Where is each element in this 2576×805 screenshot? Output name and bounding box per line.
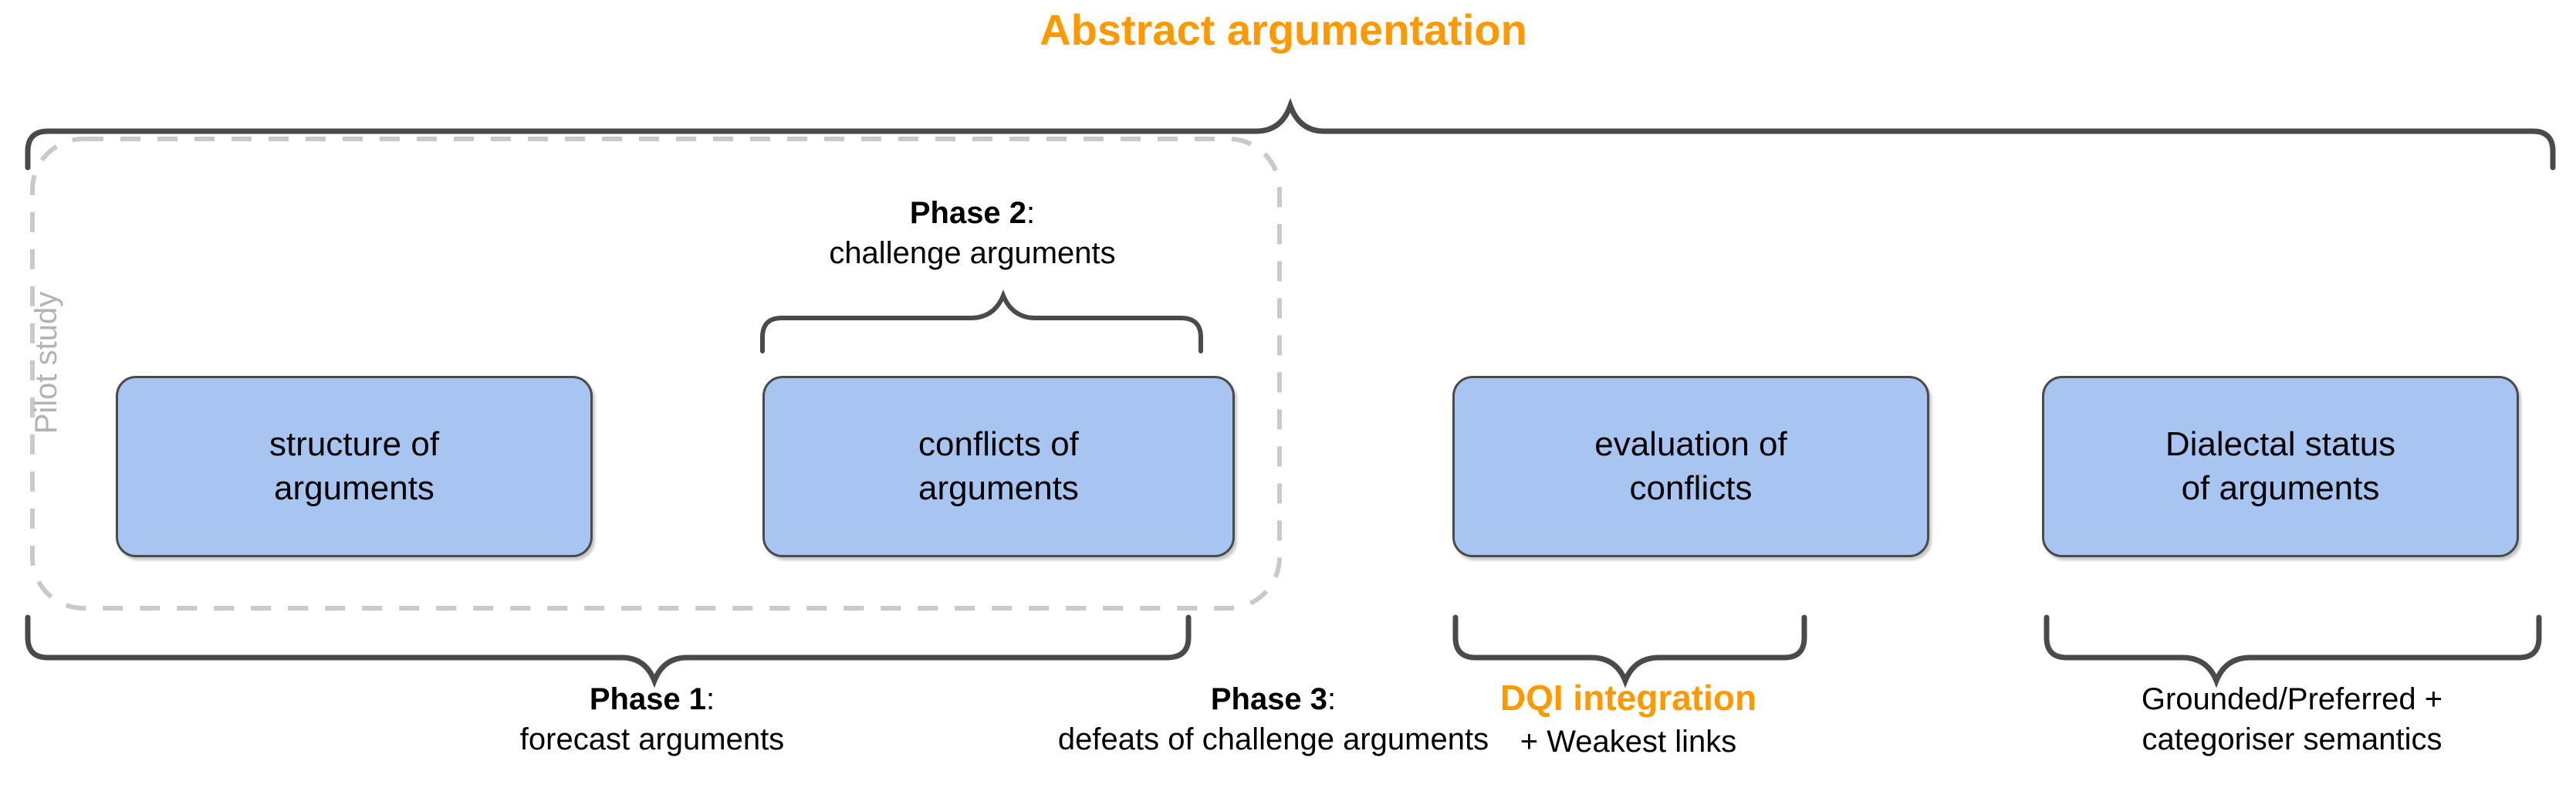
- node-label-line1: structure of: [269, 425, 440, 464]
- brace-phase2: [760, 289, 1203, 353]
- brace-abstract-argumentation: [25, 97, 2556, 171]
- node-conflicts-of-arguments[interactable]: conflicts of arguments: [762, 376, 1235, 557]
- page-title: Abstract argumentation: [0, 5, 2576, 55]
- caption-phase3-line1: Phase 3:: [633, 679, 1914, 719]
- caption-phase1-colon: :: [706, 682, 715, 716]
- caption-phase1-detail: forecast arguments: [519, 722, 785, 756]
- node-evaluation-of-conflicts[interactable]: evaluation of conflicts: [1452, 376, 1929, 557]
- caption-phase1-label: Phase 1: [589, 682, 707, 716]
- node-label-line1: Dialectal status: [2165, 425, 2396, 464]
- pilot-study-label: Pilot study: [29, 291, 63, 435]
- node-label-line2: arguments: [918, 468, 1079, 507]
- caption-dqi-detail: + Weakest links: [1520, 724, 1737, 759]
- node-label: evaluation of conflicts: [1594, 423, 1787, 510]
- caption-phase2-detail: challenge arguments: [829, 236, 1116, 270]
- caption-phase2-colon: :: [1026, 196, 1036, 230]
- caption-phase1: Phase 1: forecast arguments: [19, 679, 1285, 759]
- node-label: conflicts of arguments: [918, 423, 1079, 510]
- caption-semantics-line2: categoriser semantics: [2142, 722, 2442, 756]
- brace-semantics: [2044, 614, 2542, 688]
- caption-phase3-detail: defeats of challenge arguments: [1057, 722, 1489, 756]
- caption-semantics-line1: Grounded/Preferred +: [2141, 682, 2443, 716]
- brace-dqi: [1452, 614, 1807, 688]
- node-label: Dialectal status of arguments: [2165, 423, 2395, 510]
- caption-phase3: Phase 3: defeats of challenge arguments: [633, 679, 1914, 759]
- node-label-line2: conflicts: [1629, 468, 1753, 507]
- caption-phase2-line1: Phase 2:: [718, 193, 1227, 233]
- caption-semantics: Grounded/Preferred + categoriser semanti…: [2006, 679, 2576, 759]
- caption-phase2: Phase 2: challenge arguments: [718, 193, 1227, 273]
- node-label-line1: evaluation of: [1594, 425, 1787, 464]
- node-label-line2: of arguments: [2181, 468, 2380, 507]
- caption-phase3-colon: :: [1327, 682, 1337, 716]
- node-structure-of-arguments[interactable]: structure of arguments: [116, 376, 593, 557]
- page-title-text: Abstract argumentation: [1040, 5, 1527, 54]
- caption-phase3-label: Phase 3: [1210, 682, 1328, 716]
- node-label: structure of arguments: [269, 423, 439, 510]
- node-dialectal-status-of-arguments[interactable]: Dialectal status of arguments: [2042, 376, 2519, 557]
- caption-dqi: DQI integration + Weakest links: [1381, 675, 1875, 762]
- node-label-line1: conflicts of: [918, 425, 1079, 464]
- brace-phase1: [25, 614, 1192, 688]
- caption-phase1-line1: Phase 1:: [19, 679, 1285, 719]
- caption-phase2-label: Phase 2: [909, 196, 1027, 230]
- caption-dqi-label: DQI integration: [1499, 678, 1757, 718]
- node-label-line2: arguments: [274, 468, 434, 507]
